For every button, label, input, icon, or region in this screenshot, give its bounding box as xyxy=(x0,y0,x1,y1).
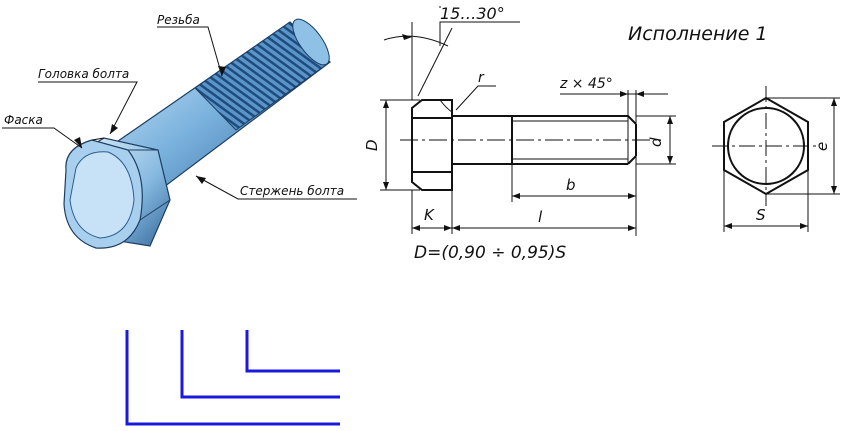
svg-text:Головка болта: Головка болта xyxy=(38,67,129,81)
svg-text:Резьба: Резьба xyxy=(157,13,200,27)
svg-text:S: S xyxy=(756,206,766,224)
blue-line-outer xyxy=(125,330,340,426)
dim-chamfer: z × 45° xyxy=(559,76,668,124)
dim-radius: r xyxy=(455,70,496,111)
svg-text:15…30°: 15…30° xyxy=(440,4,505,23)
bolt-end-view: e S xyxy=(712,86,840,232)
dim-angle: 15…30° xyxy=(383,4,520,100)
label-faska: Фаска xyxy=(2,113,83,149)
svg-text:e: e xyxy=(813,142,831,151)
dim-d: d xyxy=(636,115,676,165)
svg-text:Стержень болта: Стержень болта xyxy=(240,184,344,198)
svg-text:z × 45°: z × 45° xyxy=(559,76,613,92)
svg-text:d: d xyxy=(647,137,665,147)
dim-b: b xyxy=(511,156,637,236)
dim-D: D xyxy=(363,99,420,191)
svg-text:Фаска: Фаска xyxy=(4,113,43,127)
dim-K-l: K l xyxy=(411,190,636,234)
svg-text:l: l xyxy=(538,208,543,226)
bolt-side-view xyxy=(400,99,660,191)
svg-text:D: D xyxy=(363,139,381,151)
blue-corner-lines xyxy=(125,330,340,426)
drawing-title: Исполнение 1 xyxy=(628,23,768,45)
svg-text:b: b xyxy=(566,176,576,194)
svg-text:K: K xyxy=(424,206,435,224)
bolt-head-chamfer xyxy=(69,151,135,239)
label-golovka: Головка болта xyxy=(38,67,138,135)
label-sterzhen: Стержень болта xyxy=(195,175,357,200)
bolt-3d-illustration xyxy=(63,18,331,249)
formula-D: D=(0,90 ÷ 0,95)S xyxy=(414,243,566,263)
svg-text:r: r xyxy=(478,70,485,86)
label-rezba: Резьба xyxy=(157,13,226,77)
bolt-thread-end xyxy=(292,18,330,66)
blue-line-middle xyxy=(180,330,340,399)
bolt-thread xyxy=(194,21,331,131)
blue-line-inner xyxy=(245,330,340,373)
